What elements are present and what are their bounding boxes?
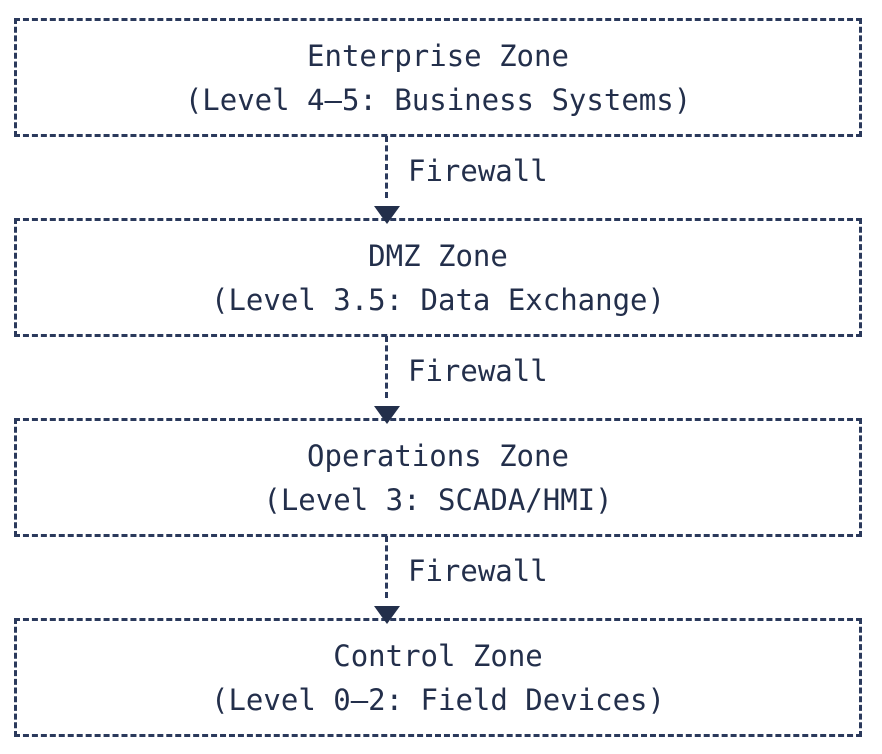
zone-subtitle: (Level 3.5: Data Exchange)	[211, 282, 665, 317]
zone-box-enterprise: Enterprise Zone (Level 4–5: Business Sys…	[14, 18, 862, 137]
zone-title: Operations Zone	[307, 438, 569, 473]
zone-subtitle: (Level 0–2: Field Devices)	[211, 682, 665, 717]
connector-label-firewall: Firewall	[408, 154, 548, 188]
zone-box-operations: Operations Zone (Level 3: SCADA/HMI)	[14, 418, 862, 537]
zone-box-dmz: DMZ Zone (Level 3.5: Data Exchange)	[14, 218, 862, 337]
connector-firewall-operations-control: Firewall	[0, 536, 882, 624]
zone-title: DMZ Zone	[368, 238, 508, 273]
connector-line	[385, 136, 388, 198]
zone-title: Control Zone	[333, 638, 543, 673]
zone-title: Enterprise Zone	[307, 38, 569, 73]
zone-subtitle: (Level 4–5: Business Systems)	[184, 82, 692, 117]
connector-line	[385, 536, 388, 598]
zone-subtitle: (Level 3: SCADA/HMI)	[263, 482, 613, 517]
connector-firewall-dmz-operations: Firewall	[0, 336, 882, 424]
zone-box-control: Control Zone (Level 0–2: Field Devices)	[14, 618, 862, 737]
connector-label-firewall: Firewall	[408, 554, 548, 588]
connector-firewall-enterprise-dmz: Firewall	[0, 136, 882, 224]
connector-line	[385, 336, 388, 398]
connector-label-firewall: Firewall	[408, 354, 548, 388]
